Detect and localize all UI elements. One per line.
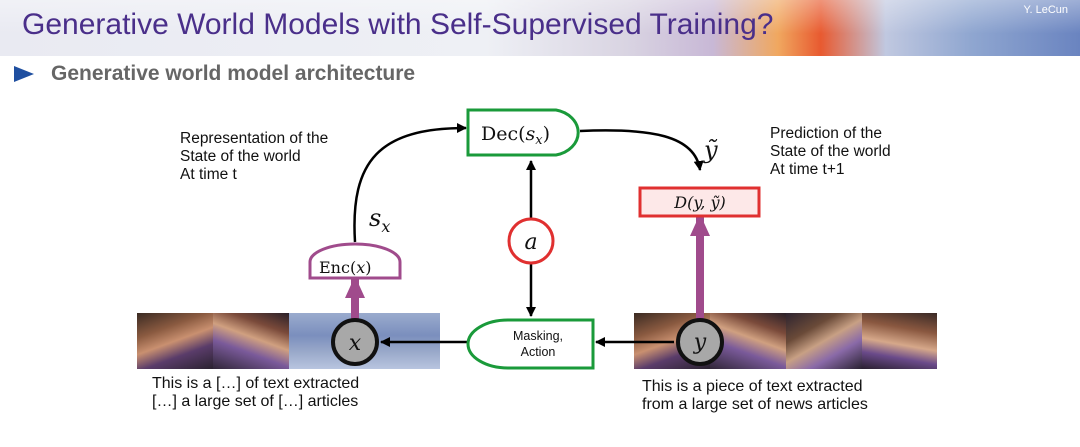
encoder-node [308,242,402,280]
distance-node [638,186,761,218]
masking-label-1: Masking, [513,329,563,343]
video-frame [862,313,937,369]
right-annotation-line: Prediction of the [770,125,883,142]
ytilde-label: ỹ [703,136,718,164]
decoder-label: Dec(sx) [481,123,550,148]
left-caption: This is a […] of text extracted […] a la… [152,375,359,411]
title-bar-sheen [0,0,1080,56]
enc-to-dec-arrow [353,123,467,243]
right-annotation-line: State of the world [770,143,891,160]
y-variable-label: y [693,330,707,355]
left-annotation-line: State of the world [180,148,301,165]
left-caption-line: […] a large set of […] articles [152,393,359,410]
decoder-node [466,108,580,157]
right-caption: This is a piece of text extracted from a… [642,378,868,414]
right-annotation: Prediction of the State of the world At … [770,125,891,179]
dec-to-d-arrow [579,129,704,171]
distance-label: D(y, ỹ) [673,193,725,212]
right-caption-line: This is a piece of text extracted [642,378,863,395]
x-variable-label: x [349,331,362,356]
right-annotation-line: At time t+1 [770,161,845,178]
video-frame [786,313,862,369]
masking-node [466,318,595,370]
slide-title: Generative World Models with Self-Superv… [22,8,774,41]
left-annotation-line: Representation of the [180,130,329,147]
section-subtitle: Generative world model architecture [51,62,416,85]
action-node [507,217,555,265]
x-variable-node [331,318,379,366]
sx-label: sx [369,204,390,236]
y-variable-node [676,318,724,366]
title-bar: Generative World Models with Self-Superv… [0,0,1080,56]
right-caption-line: from a large set of news articles [642,396,868,413]
encoder-label: Enc(x) [319,258,371,277]
video-frame [213,313,289,369]
left-annotation-line: At time t [180,166,237,183]
author-credit: Y. LeCun [1023,4,1068,16]
bullet-arrow-icon [14,66,34,82]
left-annotation: Representation of the State of the world… [180,130,328,184]
video-frame [137,313,213,369]
left-caption-line: This is a […] of text extracted [152,375,360,392]
action-label: a [524,230,537,255]
masking-label-2: Action [521,345,556,359]
